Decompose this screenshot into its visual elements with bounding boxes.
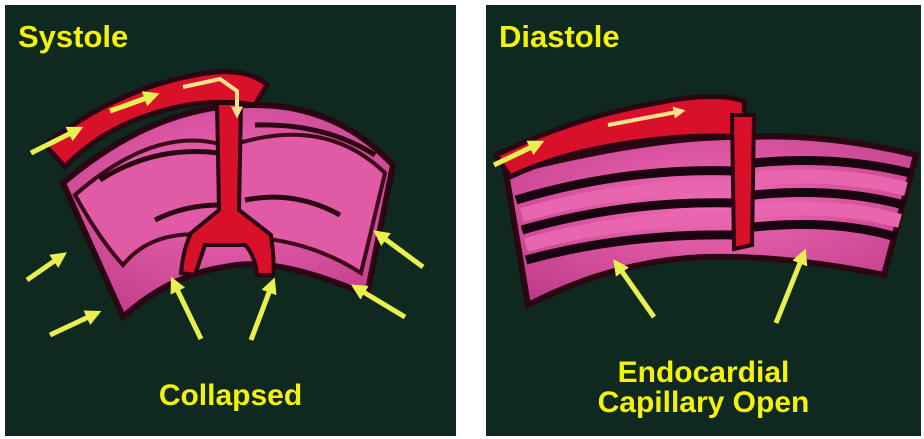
diastole-title: Diastole [499,19,620,55]
systole-compression-arrow [50,313,97,335]
diastole-endocardial-arrow [776,253,804,323]
systole-compression-arrow [251,282,273,340]
diastole-caption-line: Capillary Open [486,388,921,418]
systole-caption: Collapsed [5,381,456,411]
systole-caption-line: Collapsed [5,381,456,411]
diastole-panel: Diastole Endocardial Capillary Open [486,5,921,436]
diastole-caption: Endocardial Capillary Open [486,358,921,418]
systole-title: Systole [18,19,128,55]
systole-compression-arrow [27,255,63,280]
diastole-caption-line: Endocardial [486,358,921,388]
diastole-penetrating-vessel [732,115,754,249]
systole-diagram [5,5,456,436]
diastole-endocardial-arrow [616,263,654,317]
systole-compression-arrow [377,233,423,267]
systole-compression-arrow [173,281,201,339]
systole-compression-arrow [355,287,405,317]
systole-panel: Systole Collapsed [5,5,456,436]
